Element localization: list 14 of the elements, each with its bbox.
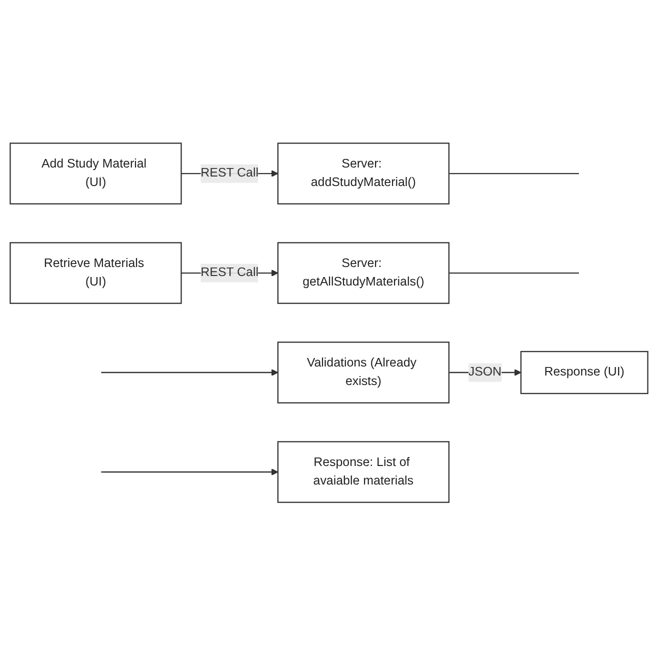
node-box: Response: List of avaiable materials xyxy=(277,440,450,503)
node-box: Retrieve Materials (UI) xyxy=(10,242,182,304)
node-box: Validations (Already exists) xyxy=(277,341,450,404)
arrow xyxy=(101,468,278,476)
node-box: Add Study Material (UI) xyxy=(10,142,182,204)
edge-label: REST Call xyxy=(200,166,258,180)
node-box: Response (UI) xyxy=(520,350,648,394)
node-box: Server: getAllStudyMaterials() xyxy=(277,242,450,304)
connector xyxy=(448,272,579,274)
edge-label: JSON xyxy=(468,365,502,378)
arrow xyxy=(101,368,278,376)
node-box: Server: addStudyMaterial() xyxy=(277,142,450,204)
connector xyxy=(448,172,579,174)
edge-label: REST Call xyxy=(200,266,258,279)
